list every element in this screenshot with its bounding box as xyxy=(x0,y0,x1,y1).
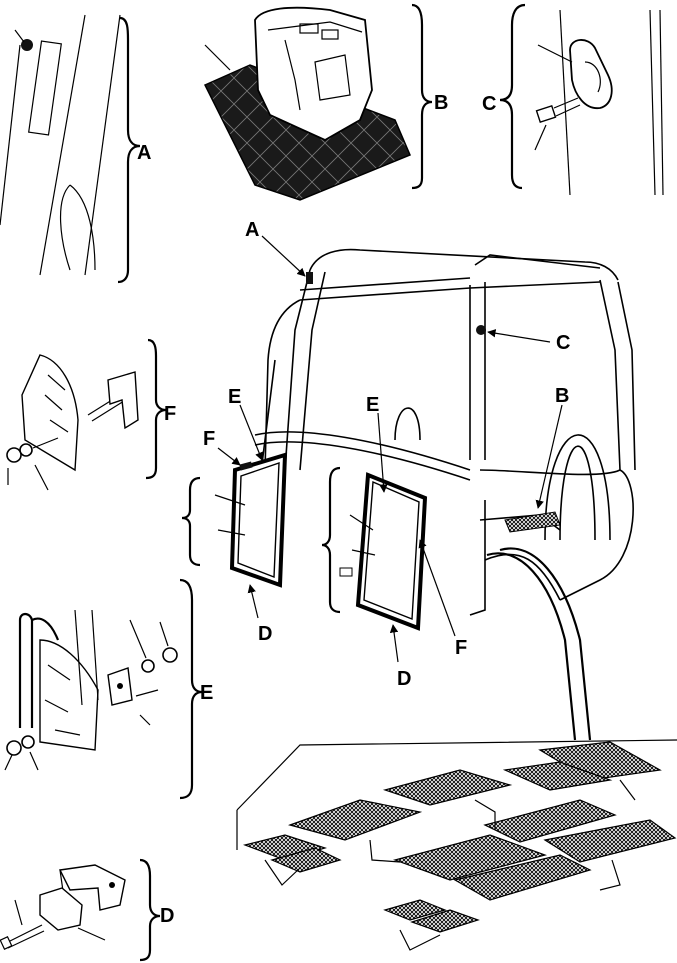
callout-a-cab: A xyxy=(245,219,259,241)
detail-e xyxy=(4,578,203,800)
coat-hook xyxy=(569,39,613,109)
detail-d xyxy=(0,858,161,962)
screw-icon xyxy=(535,104,557,124)
floor-mat-set xyxy=(236,739,677,951)
callout-e-left: E xyxy=(228,386,241,408)
console-cover xyxy=(254,6,373,142)
callout-f-detail: F xyxy=(164,403,176,425)
window-left xyxy=(214,452,288,588)
callout-e-right: E xyxy=(366,394,379,416)
detail-a xyxy=(0,14,141,284)
detail-c xyxy=(499,3,664,196)
callout-a-detail: A xyxy=(137,142,151,164)
callout-b-detail: B xyxy=(434,92,448,114)
detail-f xyxy=(6,338,167,491)
callout-c-cab: C xyxy=(556,332,570,354)
callout-d-right: D xyxy=(397,668,411,690)
cab-frame xyxy=(254,248,636,741)
callout-d-left: D xyxy=(258,623,272,645)
callout-c-detail: C xyxy=(482,93,496,115)
callout-f-right: F xyxy=(455,637,467,659)
callout-b-cab: B xyxy=(555,385,569,407)
detail-b xyxy=(203,3,433,201)
callout-e-detail: E xyxy=(200,682,213,704)
callout-d-detail: D xyxy=(160,905,174,927)
pillar-clip-icon xyxy=(306,272,313,284)
hook-mount-icon xyxy=(476,325,486,335)
callout-f-left: F xyxy=(203,428,215,450)
window-right xyxy=(339,472,428,631)
